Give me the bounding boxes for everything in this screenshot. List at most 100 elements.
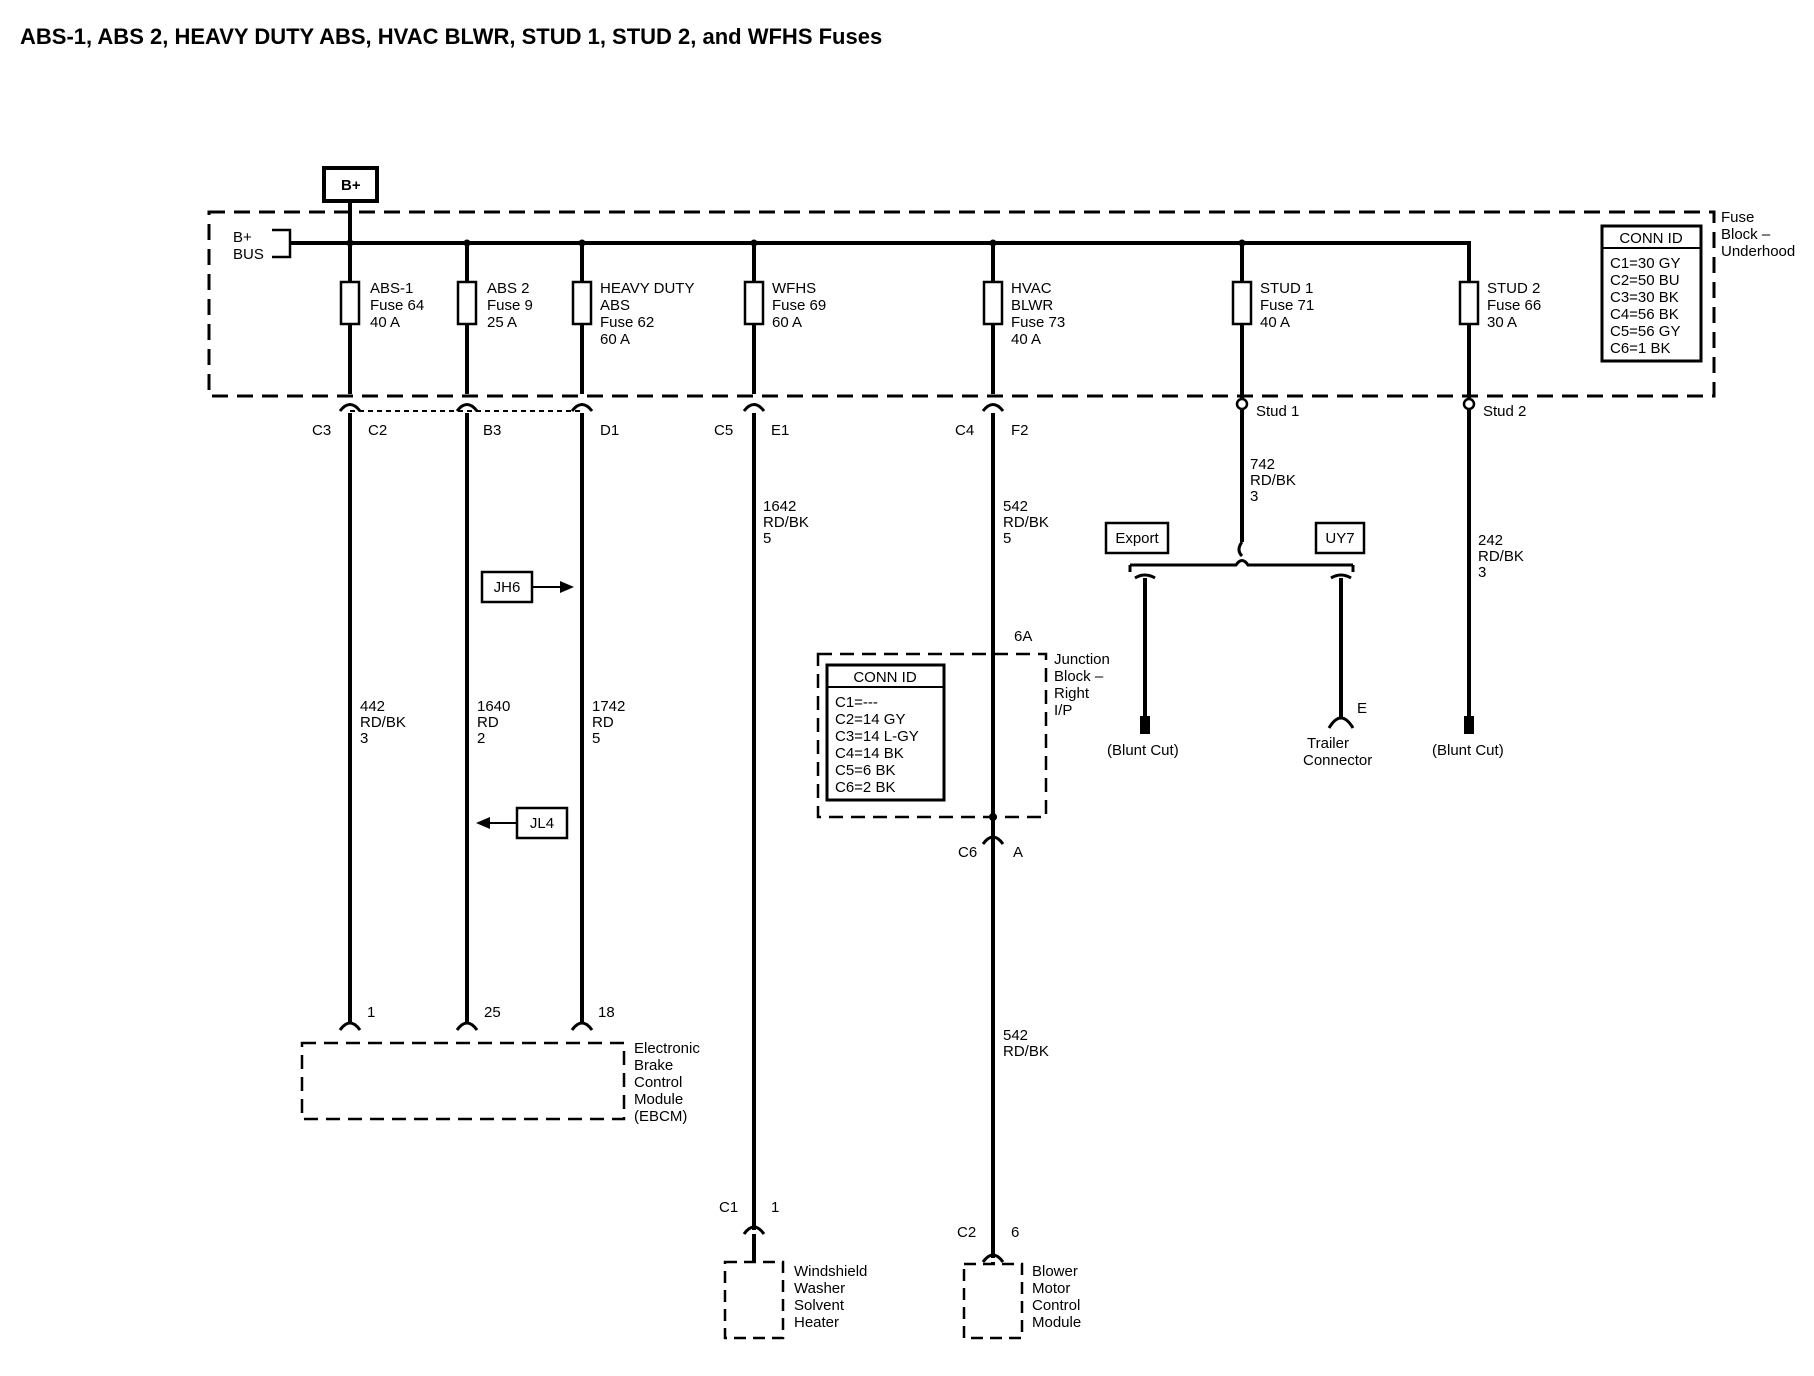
wire-1640-label-1: 1640 <box>477 698 510 715</box>
fuse-stud-2-label-2: Fuse 66 <box>1487 297 1541 314</box>
conn-c2-label: C2 <box>368 422 387 439</box>
fuse-stud-1-label-2: Fuse 71 <box>1260 297 1314 314</box>
conn-d1-label: D1 <box>600 422 619 439</box>
washer-name-3: Solvent <box>794 1297 845 1314</box>
blunt-cut-2-terminal <box>1464 716 1474 734</box>
wire-542b-label-2: RD/BK <box>1003 1043 1049 1060</box>
trailer-name-2: Connector <box>1303 752 1372 769</box>
fuse-block-conn-id-table: CONN ID C1=30 GY C2=50 BU C3=30 BK C4=56… <box>1600 224 1703 363</box>
jb-conn-id-3: C3=14 L-GY <box>835 728 919 745</box>
wire-242-label-3: 3 <box>1478 564 1486 581</box>
jb-conn-id-4: C4=14 BK <box>835 745 904 762</box>
wire-1742-label-2: RD <box>592 714 614 731</box>
jb-name-4: I/P <box>1054 702 1072 719</box>
connector-cup-c5 <box>742 403 766 412</box>
ebcm-name-4: Module <box>634 1091 683 1108</box>
wire-442-label-3: 3 <box>360 730 368 747</box>
fuse-hvac-label-1: HVAC <box>1011 280 1052 297</box>
ebcm-connector-18 <box>570 1021 594 1031</box>
jb-c6-label: C6 <box>958 844 977 861</box>
export-connector <box>1134 573 1156 580</box>
fuse-symbol <box>743 280 765 326</box>
ebcm-connector-25 <box>455 1021 479 1031</box>
connector-cup-c4 <box>981 403 1005 412</box>
jb-name-2: Block – <box>1054 668 1104 685</box>
conn-c4-label: C4 <box>955 422 974 439</box>
fuse-wfhs: WFHS Fuse 69 60 A <box>743 239 826 394</box>
ref-jh6-label: JH6 <box>494 579 521 596</box>
fuse-stud-1-label-1: STUD 1 <box>1260 280 1313 297</box>
fuse-block-conn-id-3: C3=30 BK <box>1610 289 1679 306</box>
wire-1640-label-3: 2 <box>477 730 485 747</box>
fuse-stud-1-label-3: 40 A <box>1260 314 1290 331</box>
wire-1640-label-2: RD <box>477 714 499 731</box>
blower-connector-c2 <box>981 1253 1005 1263</box>
fuse-wfhs-label-3: 60 A <box>772 314 802 331</box>
jb-conn-id-5: C5=6 BK <box>835 762 895 779</box>
conn-c3-label: C3 <box>312 422 331 439</box>
ref-jl4-arrow-icon <box>476 817 490 829</box>
conn-c5-label: C5 <box>714 422 733 439</box>
wire-742-label-2: RD/BK <box>1250 472 1296 489</box>
ebcm-pin-25: 25 <box>484 1004 501 1021</box>
washer-name-2: Washer <box>794 1280 845 1297</box>
connector-row: C3 C2 B3 D1 C5 E1 C4 F2 Stud 1 Stud 2 <box>312 397 1526 439</box>
wire-442-label-2: RD/BK <box>360 714 406 731</box>
jb-a-label: A <box>1013 844 1023 861</box>
junction-block-conn-id-table: CONN ID C1=--- C2=14 GY C3=14 L-GY C4=14… <box>825 663 946 802</box>
jb-conn-id-1: C1=--- <box>835 694 878 711</box>
option-branch-line <box>1130 559 1353 567</box>
washer-name-4: Heater <box>794 1314 839 1331</box>
washer-pin-1-label: 1 <box>771 1199 779 1216</box>
fuse-abs-1-label-2: Fuse 64 <box>370 297 424 314</box>
fuse-block-name-1: Fuse <box>1721 209 1754 226</box>
fuse-block-conn-id-5: C5=56 GY <box>1610 323 1680 340</box>
fuse-stud-1: STUD 1 Fuse 71 40 A <box>1231 239 1314 400</box>
ebcm-name-2: Brake <box>634 1057 673 1074</box>
connector-cup-b3 <box>455 403 479 412</box>
fuse-block-conn-id-4: C4=56 BK <box>1610 306 1679 323</box>
wire-742-label-3: 3 <box>1250 488 1258 505</box>
ebcm-box <box>300 1041 626 1121</box>
option-uy7-label: UY7 <box>1325 530 1354 547</box>
fuse-stud-2-label-1: STUD 2 <box>1487 280 1540 297</box>
fuse-block-conn-id-6: C6=1 BK <box>1610 340 1670 357</box>
wire-1642-label-3: 5 <box>763 530 771 547</box>
ebcm-name-3: Control <box>634 1074 682 1091</box>
jb-name-1: Junction <box>1054 651 1110 668</box>
ebcm-name-1: Electronic <box>634 1040 700 1057</box>
fuse-stud-2: STUD 2 Fuse 66 30 A <box>1458 243 1541 400</box>
fuse-hd-abs-label-4: 60 A <box>600 331 630 348</box>
jb-conn-id-title: CONN ID <box>853 669 917 686</box>
wire-542a-label-2: RD/BK <box>1003 514 1049 531</box>
wire-542b-label-1: 542 <box>1003 1027 1028 1044</box>
jb-name-3: Right <box>1054 685 1090 702</box>
fuse-block-conn-id-title: CONN ID <box>1619 230 1683 247</box>
ebcm-pin-1: 1 <box>367 1004 375 1021</box>
fuse-hvac-blwr: HVAC BLWR Fuse 73 40 A <box>982 239 1065 394</box>
stud-2-label: Stud 2 <box>1483 403 1526 420</box>
blower-name-3: Control <box>1032 1297 1080 1314</box>
connector-cup-d1 <box>570 403 594 412</box>
blower-conn-c2-label: C2 <box>957 1224 976 1241</box>
wire-1642-label-2: RD/BK <box>763 514 809 531</box>
trailer-connector-pin-e <box>1327 716 1355 729</box>
trailer-name-1: Trailer <box>1307 735 1349 752</box>
jb-6a-label: 6A <box>1014 628 1032 645</box>
wire-1642-label-1: 1642 <box>763 498 796 515</box>
ebcm-pin-18: 18 <box>598 1004 615 1021</box>
fuse-abs-2-label-3: 25 A <box>487 314 517 331</box>
fuse-abs-1: ABS-1 Fuse 64 40 A <box>339 239 424 394</box>
wire-1742-label-3: 5 <box>592 730 600 747</box>
blower-name-2: Motor <box>1032 1280 1070 1297</box>
fuse-hvac-label-3: Fuse 73 <box>1011 314 1065 331</box>
blunt-cut-1-terminal <box>1140 716 1150 734</box>
option-uy7-box <box>1314 521 1366 555</box>
jb-splice-dot <box>989 813 997 821</box>
fuse-stud-2-label-3: 30 A <box>1487 314 1517 331</box>
washer-heater-box <box>723 1260 785 1340</box>
wire-242-label-2: RD/BK <box>1478 548 1524 565</box>
wire-242-label-1: 242 <box>1478 532 1503 549</box>
fuse-abs-2-label-1: ABS 2 <box>487 280 530 297</box>
fuse-abs-2: ABS 2 Fuse 9 25 A <box>456 239 533 394</box>
